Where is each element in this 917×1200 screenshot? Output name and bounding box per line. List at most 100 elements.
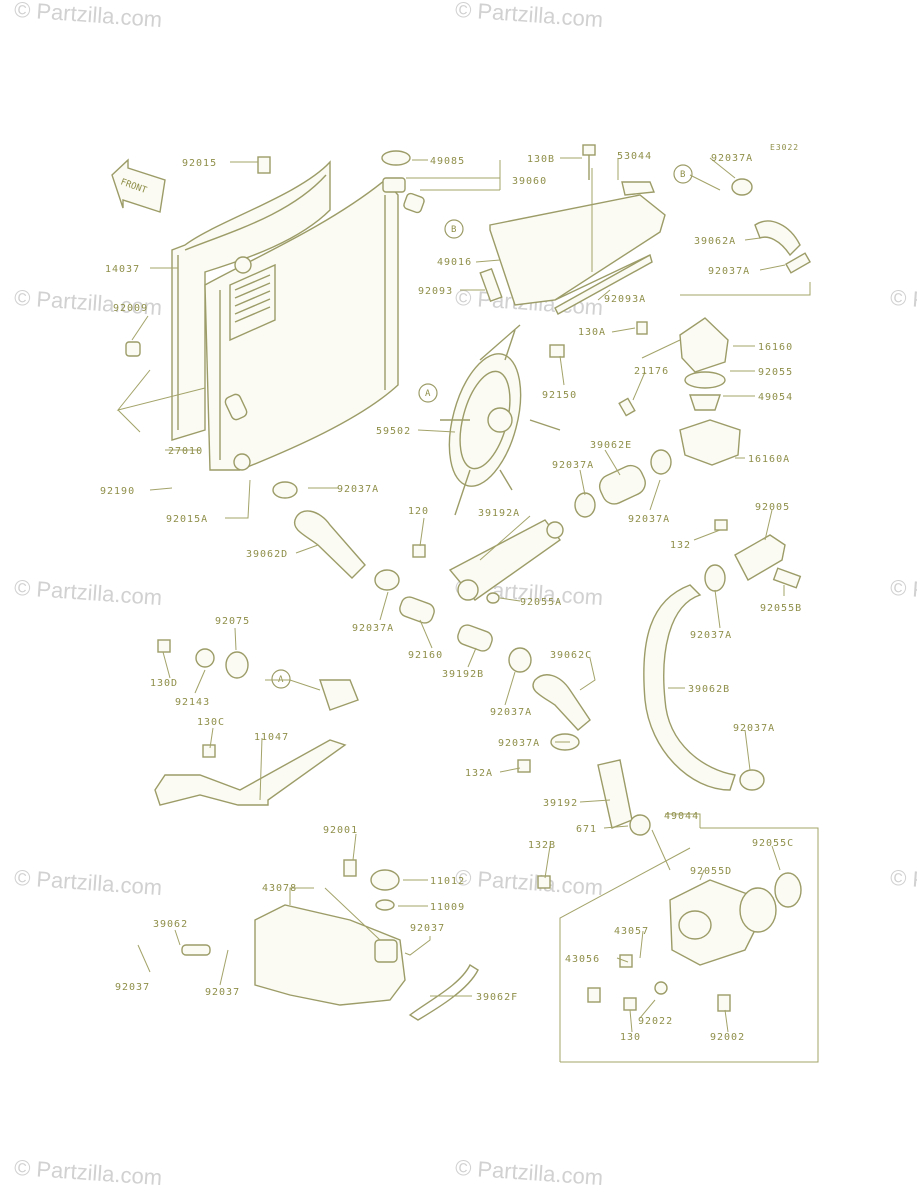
bolt-130b[interactable] [582,144,596,180]
label-92001[interactable]: 92001 [323,825,358,836]
label-21176[interactable]: 21176 [634,366,669,377]
label-39060[interactable]: 39060 [512,176,547,187]
label-49054[interactable]: 49054 [758,392,793,403]
label-92075[interactable]: 92075 [215,616,250,627]
pipe-39192a[interactable] [374,519,564,604]
label-49044[interactable]: 49044 [664,811,699,822]
hose-39062b[interactable] [643,564,765,791]
label-92055d[interactable]: 92055D [690,866,732,877]
label-39062b[interactable]: 39062B [688,684,730,695]
label-49085[interactable]: 49085 [430,156,465,167]
radiator-core[interactable] [204,179,399,471]
label-132[interactable]: 132 [670,540,691,551]
label-16160[interactable]: 16160 [758,342,793,353]
label-92150[interactable]: 92150 [542,390,577,401]
hose-39062c[interactable] [532,674,591,731]
label-92037a-clamp[interactable]: 92037A [498,738,540,749]
label-92015a[interactable]: 92015A [166,514,208,525]
hose-92160[interactable] [398,595,532,673]
label-27010[interactable]: 27010 [168,446,203,457]
callout-tag-b-label: B [451,225,456,235]
label-43056[interactable]: 43056 [565,954,600,965]
label-11012[interactable]: 11012 [430,876,465,887]
label-92037a-lowright[interactable]: 92037A [733,723,775,734]
label-130a[interactable]: 130A [578,327,606,338]
label-92037a-mid1[interactable]: 92037A [552,460,594,471]
reservoir-tank[interactable] [181,859,479,1021]
fitting-92005[interactable] [714,519,802,589]
label-11047[interactable]: 11047 [254,732,289,743]
label-92037a-upper[interactable]: 92037A [708,266,750,277]
label-43078[interactable]: 43078 [262,883,297,894]
radiator-side-panel[interactable] [479,194,666,315]
label-39062[interactable]: 39062 [153,919,188,930]
water-pump[interactable] [537,814,802,1012]
radiator-shroud[interactable] [171,160,331,441]
label-14037[interactable]: 14037 [105,264,140,275]
label-53044[interactable]: 53044 [617,151,652,162]
label-92055a[interactable]: 92055A [520,597,562,608]
label-92037-right[interactable]: 92037 [410,923,445,934]
bracket-11047[interactable] [154,639,359,806]
label-92022[interactable]: 92022 [638,1016,673,1027]
fan-assembly[interactable] [436,324,565,516]
callout-tag-b-label: B [680,170,685,180]
label-130d[interactable]: 130D [150,678,178,689]
label-92055b[interactable]: 92055B [760,603,802,614]
label-43057[interactable]: 43057 [614,926,649,937]
label-92160[interactable]: 92160 [408,650,443,661]
label-92037a-mid3[interactable]: 92037A [628,514,670,525]
label-132a[interactable]: 132A [465,768,493,779]
label-11009[interactable]: 11009 [430,902,465,913]
part-labels: 92015 49085 39060 130B 53044 92037A 1403… [100,151,802,1043]
water-pump-group-box [559,827,819,1063]
hose-39062a[interactable] [731,178,801,257]
label-39062c[interactable]: 39062C [550,650,592,661]
label-39192[interactable]: 39192 [543,798,578,809]
label-92005[interactable]: 92005 [755,502,790,513]
label-39192b[interactable]: 39192B [442,669,484,680]
leader-lines [116,157,811,1033]
label-92143[interactable]: 92143 [175,697,210,708]
label-92037a-mid2[interactable]: 92037A [337,484,379,495]
label-671[interactable]: 671 [576,824,597,835]
callout-tag-b: B [444,219,464,239]
hose-39062e[interactable] [574,449,672,518]
label-92055[interactable]: 92055 [758,367,793,378]
label-92037-mid[interactable]: 92037 [205,987,240,998]
label-92055c[interactable]: 92055C [752,838,794,849]
radiator-cap[interactable] [381,150,425,214]
label-39062a[interactable]: 39062A [694,236,736,247]
label-92037a-right[interactable]: 92037A [690,630,732,641]
label-120[interactable]: 120 [408,506,429,517]
label-39062f[interactable]: 39062F [476,992,518,1003]
label-92009[interactable]: 92009 [113,303,148,314]
hose-39062d[interactable] [272,481,366,579]
label-130b[interactable]: 130B [527,154,555,165]
label-59502[interactable]: 59502 [376,426,411,437]
label-16160a[interactable]: 16160A [748,454,790,465]
label-92093a[interactable]: 92093A [604,294,646,305]
label-92093[interactable]: 92093 [418,286,453,297]
diagram-code: E3022 [770,143,799,152]
label-92002[interactable]: 92002 [710,1032,745,1043]
label-132b[interactable]: 132B [528,840,556,851]
thermostat-housing[interactable] [618,317,741,466]
label-92015[interactable]: 92015 [182,158,217,169]
label-39192a[interactable]: 39192A [478,508,520,519]
label-92037a-lower[interactable]: 92037A [490,707,532,718]
clamp-92015[interactable] [257,156,271,174]
label-92037-left[interactable]: 92037 [115,982,150,993]
label-49016[interactable]: 49016 [437,257,472,268]
label-92190[interactable]: 92190 [100,486,135,497]
label-92037a-mid4[interactable]: 92037A [352,623,394,634]
label-130[interactable]: 130 [620,1032,641,1043]
clamp-92037a-small[interactable] [785,252,811,274]
label-39062d[interactable]: 39062D [246,549,288,560]
label-92037a-top[interactable]: 92037A [711,153,753,164]
cushion-53044[interactable] [621,181,655,196]
label-130c[interactable]: 130C [197,717,225,728]
label-39062e[interactable]: 39062E [590,440,632,451]
grommet-92009[interactable] [125,341,141,357]
